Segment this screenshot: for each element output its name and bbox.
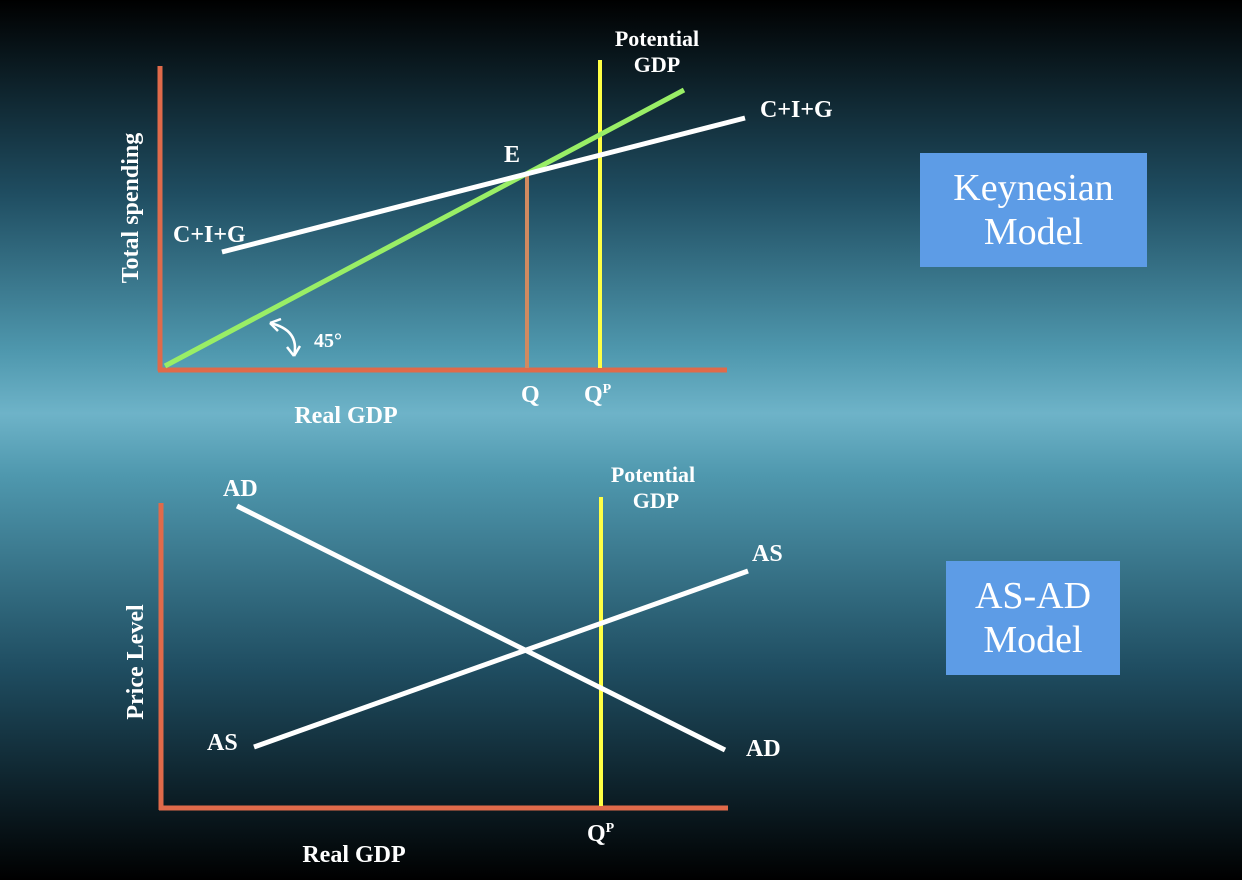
bottom-qp-sup: P <box>606 821 615 836</box>
bottom-potential-label-line2: GDP <box>633 488 679 513</box>
bottom-qp-label: QP <box>587 821 615 847</box>
ad-curve <box>235 503 727 753</box>
asad-box-line2: Model <box>983 619 1083 661</box>
ad-label-top: AD <box>223 476 258 502</box>
q-label: Q <box>521 382 540 408</box>
bottom-x-axis-label: Real GDP <box>302 842 405 868</box>
spending-label-right: C+I+G <box>760 97 833 123</box>
top-potential-label-line1: Potential <box>615 26 699 51</box>
bottom-potential-label-line1: Potential <box>611 462 695 487</box>
as-label-top: AS <box>752 541 783 567</box>
keynesian-box-line1: Keynesian <box>953 167 1114 209</box>
angle-arrow-head-top <box>269 317 282 332</box>
bottom-qp-main: Q <box>587 821 606 847</box>
as-curve <box>253 568 749 750</box>
keynesian-diagram: Total spending Real GDP Potential GDP C+… <box>118 26 833 429</box>
top-qp-sup: P <box>603 382 612 397</box>
keynesian-model-box: Keynesian Model <box>920 153 1147 267</box>
angle-arrow-icon <box>269 321 297 357</box>
asad-diagram: Price Level Real GDP Potential GDP AD AD… <box>123 462 783 868</box>
keynesian-box-line2: Model <box>983 211 1084 253</box>
top-x-axis-label: Real GDP <box>294 403 397 429</box>
ad-label-bottom: AD <box>746 736 781 762</box>
top-qp-label: QP <box>584 382 612 408</box>
angle-arrow-head-bottom <box>286 345 302 357</box>
as-label-bottom: AS <box>207 730 238 756</box>
top-y-axis-label: Total spending <box>118 133 144 284</box>
bottom-y-axis-label: Price Level <box>123 604 149 720</box>
angle-label: 45° <box>314 330 342 352</box>
spending-label-left: C+I+G <box>173 222 246 248</box>
asad-box-line1: AS-AD <box>974 575 1092 617</box>
spending-line-cig <box>221 115 746 255</box>
line-45-degree <box>163 87 686 369</box>
asad-model-box: AS-AD Model <box>946 561 1120 675</box>
top-qp-main: Q <box>584 382 603 408</box>
top-potential-label-line2: GDP <box>634 52 680 77</box>
equilibrium-label: E <box>504 142 520 168</box>
